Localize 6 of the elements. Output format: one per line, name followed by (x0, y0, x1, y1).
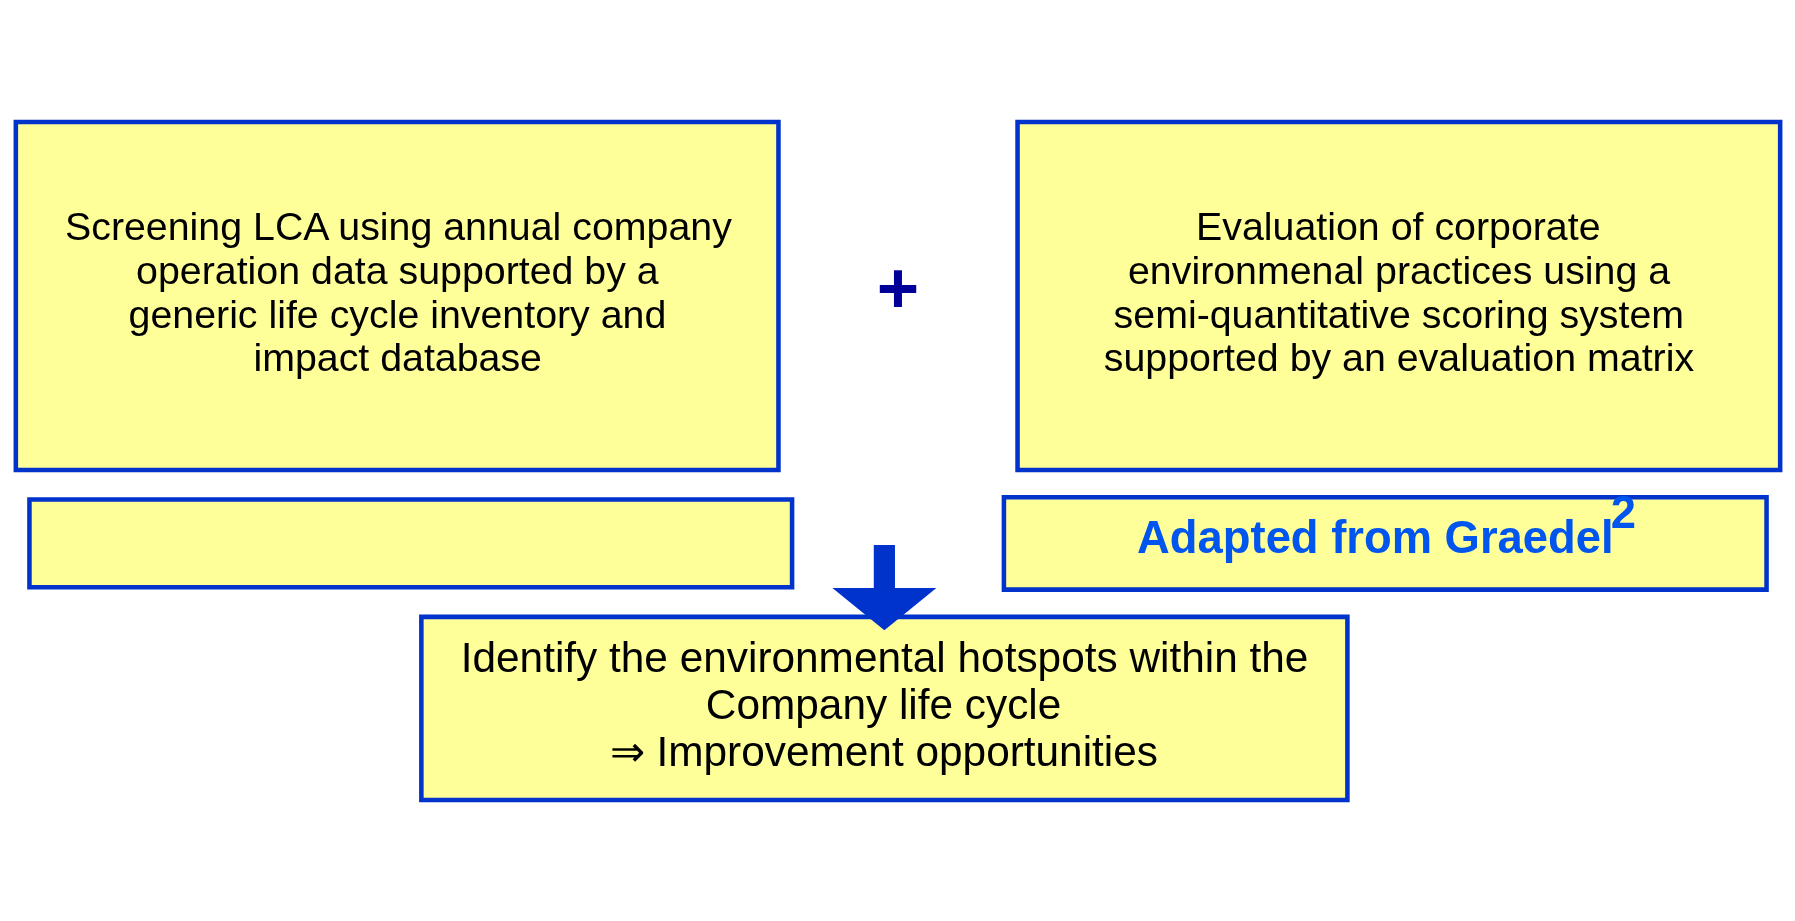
label: + (876, 246, 919, 328)
arrow (831, 544, 936, 630)
node-box: Evaluation of corporate environmenal practices using a semi-quantitative scoring system supported by an evaluation matrix (1014, 119, 1782, 472)
node-box: Identify the environmental hotspots within the Company life cycle ⇒ Improvement opportunities (418, 614, 1350, 802)
node-box (26, 496, 794, 590)
node-box: Screening LCA using annual company operation data supported by a generic life cycle inventory and impact database (13, 119, 781, 472)
